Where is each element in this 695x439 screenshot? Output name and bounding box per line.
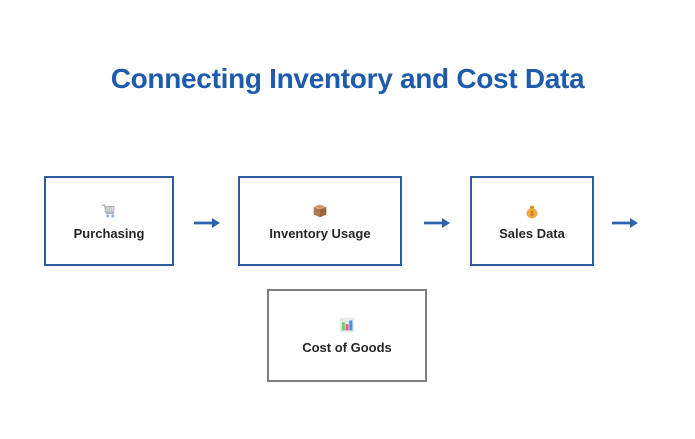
flow-node-cost-of-goods: Cost of Goods xyxy=(267,289,427,382)
flow-node-label: Sales Data xyxy=(499,225,565,241)
flow-arrow-icon xyxy=(193,215,221,231)
package-icon xyxy=(311,202,329,220)
shopping-cart-icon xyxy=(100,202,118,220)
flow-node-purchasing: Purchasing xyxy=(44,176,174,266)
page-title: Connecting Inventory and Cost Data xyxy=(110,63,585,94)
money-bag-icon: $ xyxy=(523,202,541,220)
flow-node-label: Inventory Usage xyxy=(269,225,371,241)
flow-arrow-icon xyxy=(611,215,639,231)
flow-arrow-icon xyxy=(423,215,451,231)
bar-chart-icon xyxy=(338,316,356,334)
flow-node-label: Purchasing xyxy=(73,225,145,241)
flow-node-sales-data: $ Sales Data xyxy=(470,176,594,266)
svg-text:$: $ xyxy=(530,210,534,217)
flow-node-inventory-usage: Inventory Usage xyxy=(238,176,402,266)
flow-node-label: Cost of Goods xyxy=(302,340,392,355)
